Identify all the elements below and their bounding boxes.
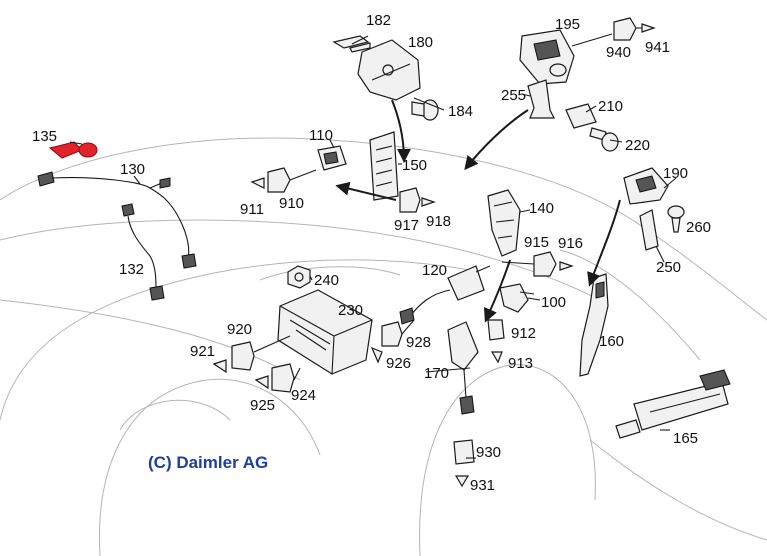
part-195-mount (519, 29, 575, 85)
label-160: 160 (599, 333, 624, 350)
label-913: 913 (508, 355, 533, 372)
label-260: 260 (686, 219, 711, 236)
part-940-plug (613, 17, 656, 41)
label-182: 182 (366, 12, 391, 29)
label-240: 240 (314, 272, 339, 289)
label-925: 925 (250, 397, 275, 414)
label-210: 210 (598, 98, 623, 115)
label-132: 132 (119, 261, 144, 278)
label-184: 184 (448, 103, 473, 120)
label-921: 921 (190, 343, 215, 360)
direction-arrows (335, 99, 621, 323)
copyright-text: (C) Daimler AG (148, 453, 268, 472)
label-920: 920 (227, 321, 252, 338)
label-930: 930 (476, 444, 501, 461)
part-184-bolt (411, 99, 439, 121)
part-230-control-unit (277, 289, 373, 375)
part-924-plug (254, 363, 295, 393)
label-940: 940 (606, 44, 631, 61)
part-150-lock (369, 131, 399, 201)
label-255: 255 (501, 87, 526, 104)
label-170: 170 (424, 365, 449, 382)
label-135: 135 (32, 128, 57, 145)
label-165: 165 (673, 430, 698, 447)
label-915: 915 (524, 234, 549, 251)
label-110: 110 (309, 127, 333, 144)
part-170-actuator (447, 321, 479, 415)
label-195: 195 (555, 16, 580, 33)
label-910: 910 (279, 195, 304, 212)
part-182-clip (332, 35, 371, 53)
label-150: 150 (402, 157, 427, 174)
part-135-key (48, 141, 98, 159)
part-255-hinge (527, 79, 555, 119)
part-110-switch (317, 145, 347, 171)
label-917: 917 (394, 217, 419, 234)
label-911: 911 (240, 201, 264, 218)
label-130: 130 (120, 161, 145, 178)
part-140-latch (487, 189, 521, 257)
part-910-plug (250, 167, 291, 193)
label-120: 120 (422, 262, 447, 279)
label-931: 931 (470, 477, 495, 494)
part-250-bracket (639, 209, 659, 251)
part-917-plug (399, 187, 436, 213)
part-120-cable (399, 265, 491, 325)
part-915-plug (533, 251, 574, 277)
part-260-bolt (667, 205, 685, 233)
label-100: 100 (541, 294, 566, 311)
label-912: 912 (511, 325, 536, 342)
part-220-bolt (589, 127, 619, 152)
label-220: 220 (625, 137, 650, 154)
label-918: 918 (426, 213, 451, 230)
part-928-plug (370, 321, 403, 364)
label-928: 928 (406, 334, 431, 351)
label-180: 180 (408, 34, 433, 51)
part-165-strut (615, 369, 731, 439)
leader-lines (69, 27, 677, 459)
part-920-plug (212, 341, 255, 374)
label-926: 926 (386, 355, 411, 372)
car-body-outline (0, 137, 767, 556)
part-912-plug (487, 319, 505, 364)
label-230: 230 (338, 302, 363, 319)
part-180-bracket (357, 39, 421, 101)
part-240-nut (287, 265, 311, 289)
label-916: 916 (558, 235, 583, 252)
part-160-rod (579, 273, 609, 377)
label-941: 941 (645, 39, 670, 56)
label-140: 140 (529, 200, 554, 217)
part-130-cable (37, 171, 197, 269)
part-190-mount (623, 167, 669, 205)
part-labels: 182 180 184 195 940 941 255 210 220 135 … (32, 12, 711, 494)
label-924: 924 (291, 387, 316, 404)
label-190: 190 (663, 165, 688, 182)
part-100-sensor (499, 283, 535, 313)
label-250: 250 (656, 259, 681, 276)
part-132-cable (121, 203, 165, 301)
part-210-plate (565, 103, 597, 129)
